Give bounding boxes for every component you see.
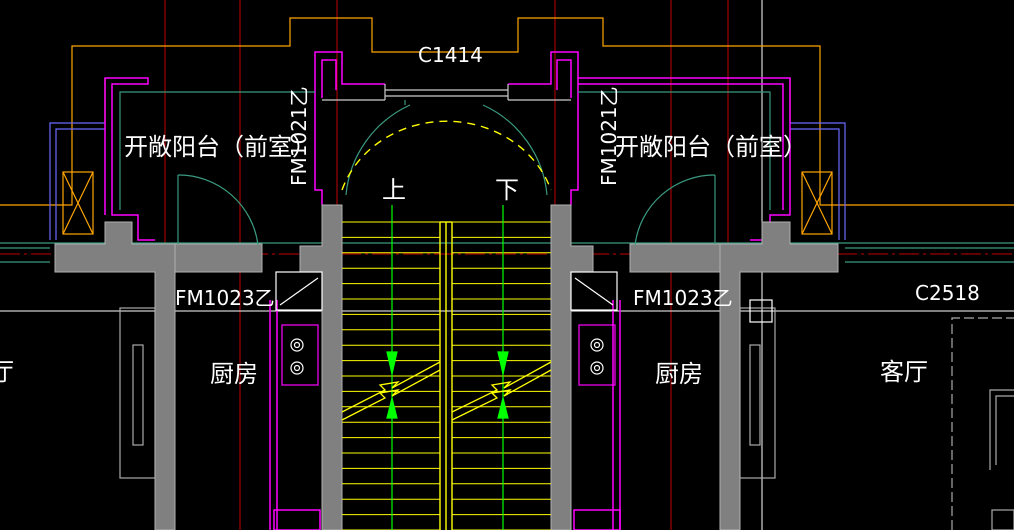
room-label-balcony-right: 开敞阳台（前室） [615, 133, 807, 161]
stair-down-label: 下 [495, 176, 519, 204]
window-label-c2518: C2518 [915, 281, 980, 305]
railing [49, 122, 846, 240]
walls [54, 204, 839, 530]
room-label-balcony-left: 开敞阳台（前室） [124, 133, 316, 161]
door-label-fm1021-right: FM1021乙 [597, 86, 621, 186]
stair-up-label: 上 [382, 176, 406, 204]
door-label-fm1023-left: FM1023乙 [175, 286, 275, 310]
stair-break-lines [341, 361, 552, 421]
door-swings [177, 100, 716, 246]
door-label-fm1023-right: FM1023乙 [633, 286, 733, 310]
stair-direction-lines [386, 205, 509, 530]
window-label-c1414: C1414 [418, 43, 483, 67]
room-label-living-left: 厅 [0, 358, 14, 386]
room-label-kitchen-right: 厨房 [655, 360, 703, 388]
interior-fixtures [119, 299, 1014, 530]
stair-landing-arc [341, 120, 552, 191]
room-label-living-right: 客厅 [880, 358, 928, 386]
fire-hydrant-cabinets [275, 271, 618, 386]
room-label-kitchen-left: 厨房 [210, 360, 258, 388]
room-lines [0, 84, 1014, 263]
door-label-fm1021-left: FM1021乙 [287, 86, 311, 186]
stair-handrail [439, 221, 453, 530]
